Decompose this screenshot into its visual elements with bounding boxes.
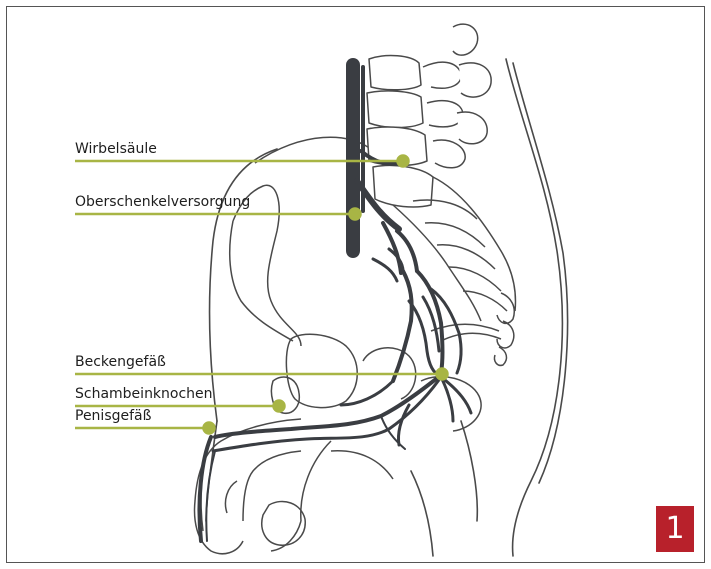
spine-vertebrae <box>367 24 491 207</box>
figure-frame: Wirbelsäule Oberschenkelversorgung Becke… <box>6 6 705 563</box>
leader-dot-pubic-bone <box>274 401 285 412</box>
blood-vessels <box>199 65 471 541</box>
leader-dot-pelvic-vessel <box>437 369 448 380</box>
anatomy-illustration <box>7 7 704 562</box>
label-pubic-bone: Schambeinknochen <box>75 386 213 402</box>
label-thigh-supply: Oberschenkelversorgung <box>75 194 250 210</box>
leader-dot-penile-vessel <box>204 423 215 434</box>
leader-dot-thigh-supply <box>350 209 361 220</box>
label-spine: Wirbelsäule <box>75 141 157 157</box>
label-pelvic-vessel: Beckengefäß <box>75 354 166 370</box>
leader-dot-spine <box>398 156 409 167</box>
figure-number-badge: 1 <box>656 506 694 552</box>
label-penile-vessel: Penisgefäß <box>75 408 151 424</box>
